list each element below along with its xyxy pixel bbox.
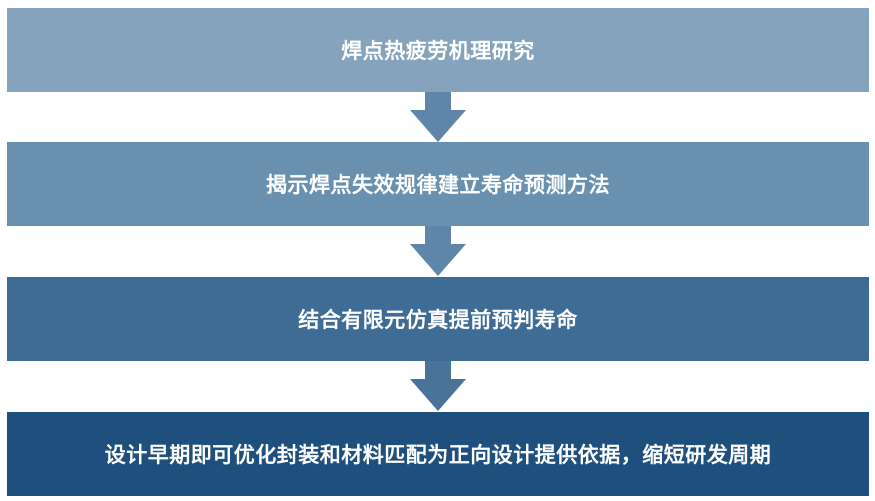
flow-step-4: 设计早期即可优化封装和材料匹配为正向设计提供依据，缩短研发周期 (7, 412, 869, 496)
arrow-down-icon-shape (410, 226, 466, 276)
arrow-down-icon (410, 226, 466, 276)
arrow-down-icon-shape (410, 361, 466, 411)
flow-step-3-label: 结合有限元仿真提前预判寿命 (298, 308, 578, 332)
flow-step-1-label: 焊点热疲劳机理研究 (341, 39, 535, 63)
arrow-down-icon-shape (410, 92, 466, 142)
flow-step-2-label: 揭示焊点失效规律建立寿命预测方法 (266, 173, 610, 197)
flow-step-1: 焊点热疲劳机理研究 (7, 8, 869, 92)
arrow-down-icon (410, 361, 466, 411)
flow-step-2: 揭示焊点失效规律建立寿命预测方法 (7, 142, 869, 226)
arrow-down-icon (410, 92, 466, 142)
flow-step-4-label: 设计早期即可优化封装和材料匹配为正向设计提供依据，缩短研发周期 (104, 443, 772, 467)
flow-step-3: 结合有限元仿真提前预判寿命 (7, 277, 869, 361)
